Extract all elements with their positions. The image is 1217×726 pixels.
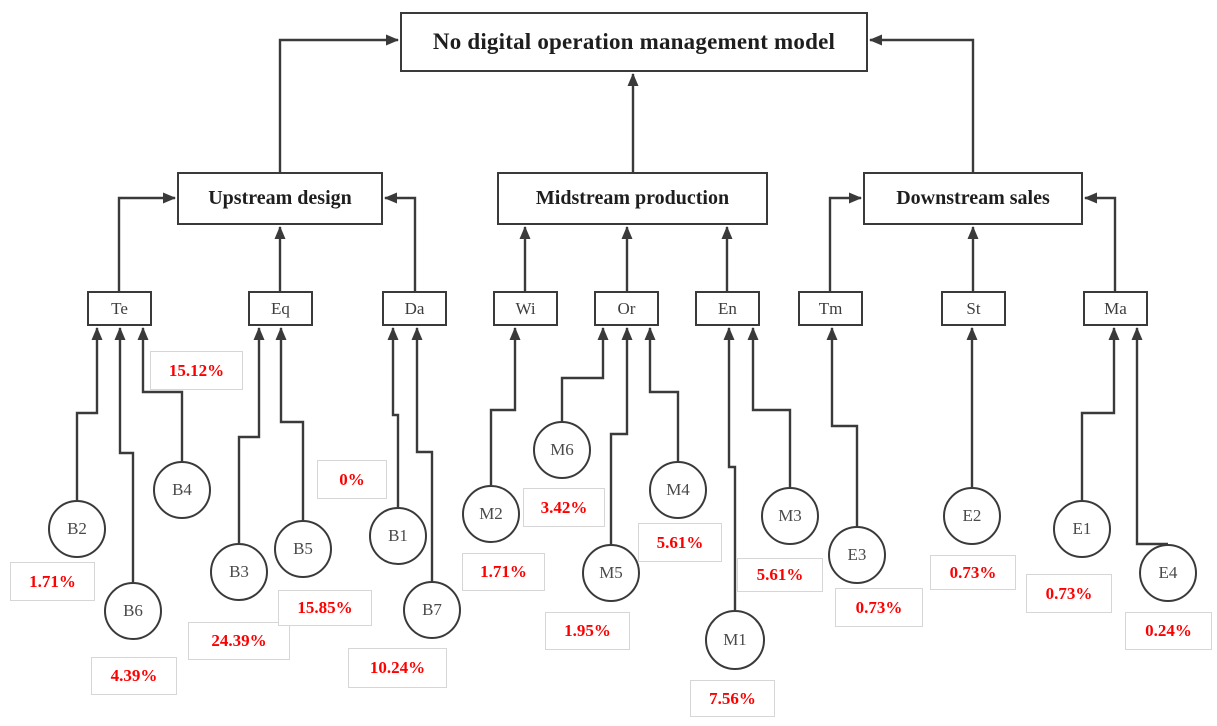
edge-da-to-upstream [384,192,417,291]
probability-label-M5: 1.95% [545,612,630,650]
edge-te-to-upstream [117,192,176,291]
edge-M4-to-or [644,327,680,461]
probability-label-M3: 5.61% [737,558,823,592]
stage-box-downstream: Downstream sales [863,172,1083,225]
factor-box-st: St [941,291,1006,326]
probability-label-B3: 24.39% [188,622,290,660]
edge-B4-to-te [137,327,184,461]
probability-label-M4: 5.61% [638,523,722,562]
cause-node-B1: B1 [369,507,427,565]
edge-B1-to-da [387,327,400,507]
edge-M5-to-or [609,327,633,544]
factor-box-en: En [695,291,760,326]
edge-ma-to-downstream [1084,192,1117,291]
probability-label-B5: 15.85% [278,590,372,626]
edge-M1-to-en [723,327,737,610]
probability-label-M6: 3.42% [523,488,605,527]
edge-M2-to-wi [489,327,521,485]
probability-label-E1: 0.73% [1026,574,1112,613]
edge-E4-to-ma [1131,327,1168,546]
cause-node-E3: E3 [828,526,886,584]
cause-node-E1: E1 [1053,500,1111,558]
probability-label-B6: 4.39% [91,657,177,695]
cause-node-B3: B3 [210,543,268,601]
cause-node-E2: E2 [943,487,1001,545]
factor-box-eq: Eq [248,291,313,326]
factor-box-ma: Ma [1083,291,1148,326]
factor-box-tm: Tm [798,291,863,326]
factor-box-da: Da [382,291,447,326]
top-event-box: No digital operation management model [400,12,868,72]
probability-label-M1: 7.56% [690,680,775,717]
cause-node-M3: M3 [761,487,819,545]
probability-label-E2: 0.73% [930,555,1016,590]
edge-E3-to-tm [826,327,859,526]
cause-node-B7: B7 [403,581,461,639]
factor-box-wi: Wi [493,291,558,326]
cause-node-M1: M1 [705,610,765,670]
probability-label-E4: 0.24% [1125,612,1212,650]
cause-node-M5: M5 [582,544,640,602]
probability-label-B1: 0% [317,460,387,499]
probability-label-B2: 1.71% [10,562,95,601]
edge-M3-to-en [747,327,792,487]
edge-B7-to-da [411,327,434,581]
edge-B5-to-eq [275,327,305,520]
probability-label-M2: 1.71% [462,553,545,591]
edge-downstream-to-top [869,34,975,172]
cause-node-M2: M2 [462,485,520,543]
edge-B6-to-te [114,327,135,582]
cause-node-B4: B4 [153,461,211,519]
probability-label-E3: 0.73% [835,588,923,627]
factor-box-te: Te [87,291,152,326]
cause-node-B5: B5 [274,520,332,578]
probability-label-B4: 15.12% [150,351,243,390]
cause-node-M4: M4 [649,461,707,519]
factor-box-or: Or [594,291,659,326]
edge-M6-to-or [560,327,609,421]
edge-upstream-to-top [278,34,399,172]
stage-box-midstream: Midstream production [497,172,768,225]
edge-E1-to-ma [1080,327,1120,500]
cause-node-M6: M6 [533,421,591,479]
cause-node-E4: E4 [1139,544,1197,602]
cause-node-B6: B6 [104,582,162,640]
edge-B3-to-eq [237,327,265,543]
cause-node-B2: B2 [48,500,106,558]
probability-label-B7: 10.24% [348,648,447,688]
edge-tm-to-downstream [828,192,862,291]
stage-box-upstream: Upstream design [177,172,383,225]
edge-B2-to-te [75,327,103,500]
